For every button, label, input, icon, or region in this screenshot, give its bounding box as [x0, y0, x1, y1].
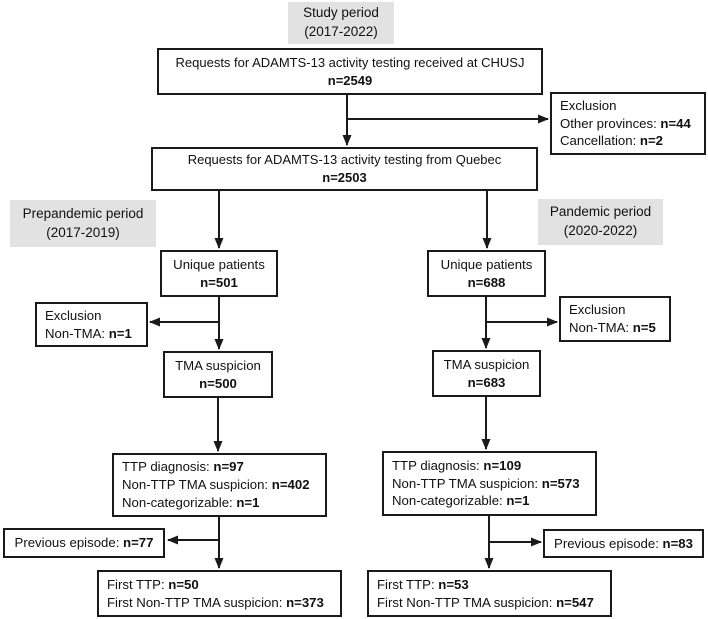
- diagnosis-pandemic-item: Non-TTP TMA suspicion: n=573: [392, 475, 580, 493]
- tma-suspicion-prepandemic-count: n=500: [199, 375, 237, 391]
- item-value: n=373: [286, 594, 324, 610]
- tma-suspicion-prepandemic-title: TMA suspicion: [175, 357, 261, 373]
- item-label: First TTP:: [377, 576, 439, 592]
- exclusion-pandemic-title: Exclusion: [569, 302, 626, 318]
- item-label: Non-categorizable:: [122, 494, 237, 510]
- item-value: n=5: [632, 320, 656, 335]
- item-value: n=1: [236, 494, 260, 510]
- diagnosis-pandemic-box: TTP diagnosis: n=109 Non-TTP TMA suspici…: [382, 451, 597, 516]
- item-value: n=2: [639, 133, 663, 149]
- unique-patients-pandemic-title: Unique patients: [440, 256, 533, 272]
- prepandemic-period-range: (2017-2019): [46, 224, 120, 240]
- diagnosis-prepandemic-item: TTP diagnosis: n=97: [122, 458, 244, 476]
- study-period-label: Study period (2017-2022): [288, 2, 394, 44]
- item-label: First TTP:: [107, 576, 169, 592]
- first-episode-pandemic-item: First Non-TTP TMA suspicion: n=547: [377, 594, 594, 612]
- exclusion-prepandemic-item: Non-TMA: n=1: [45, 325, 132, 343]
- item-value: n=1: [506, 493, 530, 509]
- prepandemic-period-name: Prepandemic period: [22, 205, 144, 221]
- study-period-range: (2017-2022): [304, 24, 378, 39]
- first-episode-pandemic-box: First TTP: n=53 First Non-TTP TMA suspic…: [367, 570, 612, 617]
- item-label: Other provinces:: [560, 115, 661, 131]
- item-value: n=53: [438, 576, 469, 592]
- pandemic-period-range: (2020-2022): [563, 223, 638, 238]
- study-period-name: Study period: [303, 5, 379, 21]
- item-label: Non-categorizable:: [392, 493, 507, 509]
- pandemic-period-name: Pandemic period: [549, 204, 652, 220]
- prepandemic-period-label: Prepandemic period (2017-2019): [10, 200, 156, 247]
- exclusion-quebec-item: Other provinces: n=44: [560, 115, 691, 133]
- diagnosis-prepandemic-item: Non-TTP TMA suspicion: n=402: [122, 476, 310, 494]
- item-label: TTP diagnosis:: [122, 459, 214, 475]
- item-value: n=77: [123, 535, 154, 551]
- exclusion-prepandemic-title: Exclusion: [45, 307, 102, 323]
- item-label: Non-TMA:: [45, 325, 109, 341]
- exclusion-non-tma-pandemic-box: Exclusion Non-TMA: n=5: [559, 296, 671, 342]
- exclusion-quebec-item: Cancellation: n=2: [560, 132, 663, 150]
- unique-patients-prepandemic-count: n=501: [200, 274, 238, 290]
- first-episode-prepandemic-box: First TTP: n=50 First Non-TTP TMA suspic…: [97, 570, 342, 617]
- item-value: n=1: [108, 325, 132, 341]
- item-value: n=547: [556, 594, 594, 610]
- requests-quebec-title: Requests for ADAMTS-13 activity testing …: [187, 152, 502, 168]
- diagnosis-pandemic-item: TTP diagnosis: n=109: [392, 457, 521, 475]
- item-label: Non-TMA:: [569, 320, 633, 335]
- requests-chusj-title: Requests for ADAMTS-13 activity testing …: [175, 54, 525, 70]
- first-episode-pandemic-item: First TTP: n=53: [377, 576, 469, 594]
- exclusion-non-tma-prepandemic-box: Exclusion Non-TMA: n=1: [35, 302, 148, 347]
- unique-patients-prepandemic-box: Unique patients n=501: [160, 250, 278, 297]
- requests-chusj-count: n=2549: [327, 72, 373, 88]
- item-label: TTP diagnosis:: [392, 457, 484, 473]
- first-episode-prepandemic-item: First TTP: n=50: [107, 576, 199, 594]
- requests-quebec-count: n=2503: [322, 170, 367, 185]
- tma-suspicion-pandemic-count: n=683: [467, 374, 506, 390]
- pandemic-period-label: Pandemic period (2020-2022): [538, 199, 663, 245]
- unique-patients-pandemic-box: Unique patients n=688: [427, 250, 546, 297]
- item-label: First Non-TTP TMA suspicion:: [107, 594, 287, 610]
- item-value: n=573: [541, 475, 580, 491]
- item-label: First Non-TTP TMA suspicion:: [377, 594, 557, 610]
- tma-suspicion-pandemic-title: TMA suspicion: [443, 356, 530, 372]
- diagnosis-prepandemic-box: TTP diagnosis: n=97 Non-TTP TMA suspicio…: [112, 453, 327, 517]
- unique-patients-pandemic-count: n=688: [467, 274, 506, 290]
- tma-suspicion-prepandemic-box: TMA suspicion n=500: [163, 351, 273, 398]
- item-value: n=50: [168, 576, 199, 592]
- first-episode-prepandemic-item: First Non-TTP TMA suspicion: n=373: [107, 594, 324, 612]
- exclusion-quebec-box: Exclusion Other provinces: n=44 Cancella…: [550, 92, 706, 155]
- item-label: Non-TTP TMA suspicion:: [392, 475, 542, 491]
- requests-quebec-box: Requests for ADAMTS-13 activity testing …: [151, 147, 538, 191]
- item-label: Cancellation:: [560, 133, 640, 149]
- item-value: n=97: [213, 459, 244, 475]
- item-value: n=83: [662, 535, 693, 551]
- previous-episode-prepandemic-item: Previous episode: n=77: [15, 534, 154, 552]
- item-value: n=402: [271, 477, 310, 493]
- item-label: Non-TTP TMA suspicion:: [122, 477, 272, 493]
- item-value: n=109: [483, 457, 522, 473]
- exclusion-quebec-title: Exclusion: [560, 97, 617, 113]
- diagnosis-prepandemic-item: Non-categorizable: n=1: [122, 494, 259, 512]
- previous-episode-prepandemic-box: Previous episode: n=77: [3, 528, 165, 558]
- requests-chusj-box: Requests for ADAMTS-13 activity testing …: [157, 48, 543, 95]
- item-value: n=44: [660, 115, 691, 131]
- diagnosis-pandemic-item: Non-categorizable: n=1: [392, 492, 529, 510]
- exclusion-pandemic-item: Non-TMA: n=5: [569, 319, 656, 337]
- previous-episode-pandemic-box: Previous episode: n=83: [543, 529, 704, 558]
- item-label: Previous episode:: [14, 535, 124, 551]
- item-label: Previous episode:: [554, 535, 663, 551]
- unique-patients-prepandemic-title: Unique patients: [173, 256, 265, 272]
- tma-suspicion-pandemic-box: TMA suspicion n=683: [432, 350, 541, 397]
- previous-episode-pandemic-item: Previous episode: n=83: [554, 535, 693, 553]
